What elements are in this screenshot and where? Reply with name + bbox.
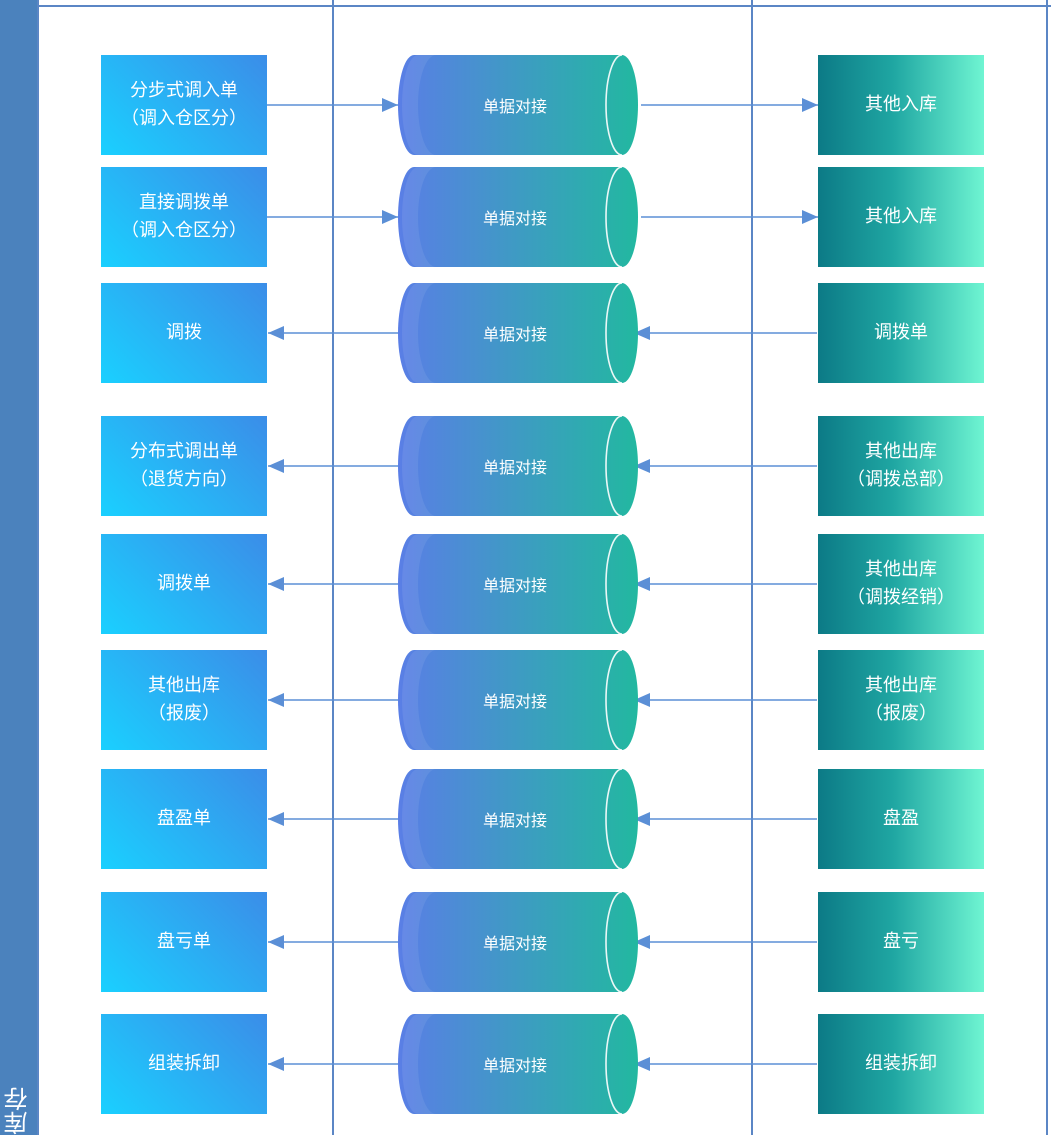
right-system-box: 盘亏: [818, 892, 984, 992]
left-system-box: 调拨: [101, 283, 267, 383]
arrow-head-right: [802, 98, 818, 112]
left-system-box: 分步式调入单 （调入仓区分）: [101, 55, 267, 155]
divider-mid-left: [332, 0, 334, 1135]
swimlane-header: 库存: [0, 0, 37, 1135]
document-interface-connector: 单据对接: [396, 890, 646, 994]
connector-label: 单据对接: [482, 811, 547, 830]
left-system-box: 盘盈单: [101, 769, 267, 869]
left-system-box: 调拨单: [101, 534, 267, 634]
divider-right: [1046, 0, 1048, 1135]
left-system-box: 直接调拨单 （调入仓区分）: [101, 167, 267, 267]
arrow-head-right: [382, 98, 398, 112]
right-system-box: 其他出库 （报废）: [818, 650, 984, 750]
divider-left: [37, 0, 39, 1135]
arrow-head-left: [634, 812, 650, 826]
connector-label: 单据对接: [482, 209, 547, 228]
arrow-head-left: [268, 459, 284, 473]
connector-label: 单据对接: [482, 458, 547, 477]
arrow-head-left: [268, 935, 284, 949]
arrow-head-left: [268, 693, 284, 707]
right-system-box: 其他入库: [818, 55, 984, 155]
document-interface-connector: 单据对接: [396, 532, 646, 636]
arrow-head-left: [268, 1057, 284, 1071]
arrow-head-left: [634, 326, 650, 340]
arrow-head-left: [268, 326, 284, 340]
arrow-head-left: [268, 577, 284, 591]
arrow-head-right: [382, 210, 398, 224]
right-system-box: 盘盈: [818, 769, 984, 869]
left-system-box: 盘亏单: [101, 892, 267, 992]
left-system-box: 组装拆卸: [101, 1014, 267, 1114]
left-system-box: 分布式调出单 （退货方向）: [101, 416, 267, 516]
document-interface-connector: 单据对接: [396, 53, 646, 157]
connector-label: 单据对接: [482, 1056, 547, 1075]
connector-label: 单据对接: [482, 97, 547, 116]
connector-label: 单据对接: [482, 576, 547, 595]
divider-mid-right: [751, 0, 753, 1135]
document-interface-connector: 单据对接: [396, 281, 646, 385]
connector-label: 单据对接: [482, 692, 547, 711]
document-interface-connector: 单据对接: [396, 648, 646, 752]
arrow-head-left: [634, 577, 650, 591]
right-system-box: 其他出库 （调拨经销）: [818, 534, 984, 634]
arrow-head-left: [634, 1057, 650, 1071]
document-interface-connector: 单据对接: [396, 414, 646, 518]
connector-label: 单据对接: [482, 934, 547, 953]
right-system-box: 组装拆卸: [818, 1014, 984, 1114]
arrow-head-left: [634, 693, 650, 707]
document-interface-connector: 单据对接: [396, 1012, 646, 1116]
top-border: [37, 5, 1051, 7]
document-interface-connector: 单据对接: [396, 767, 646, 871]
arrow-head-left: [634, 459, 650, 473]
arrow-head-left: [634, 935, 650, 949]
arrow-head-right: [802, 210, 818, 224]
document-interface-connector: 单据对接: [396, 165, 646, 269]
right-system-box: 其他出库 （调拨总部）: [818, 416, 984, 516]
arrow-head-left: [268, 812, 284, 826]
left-system-box: 其他出库 （报废）: [101, 650, 267, 750]
connector-label: 单据对接: [482, 325, 547, 344]
right-system-box: 其他入库: [818, 167, 984, 267]
right-system-box: 调拨单: [818, 283, 984, 383]
